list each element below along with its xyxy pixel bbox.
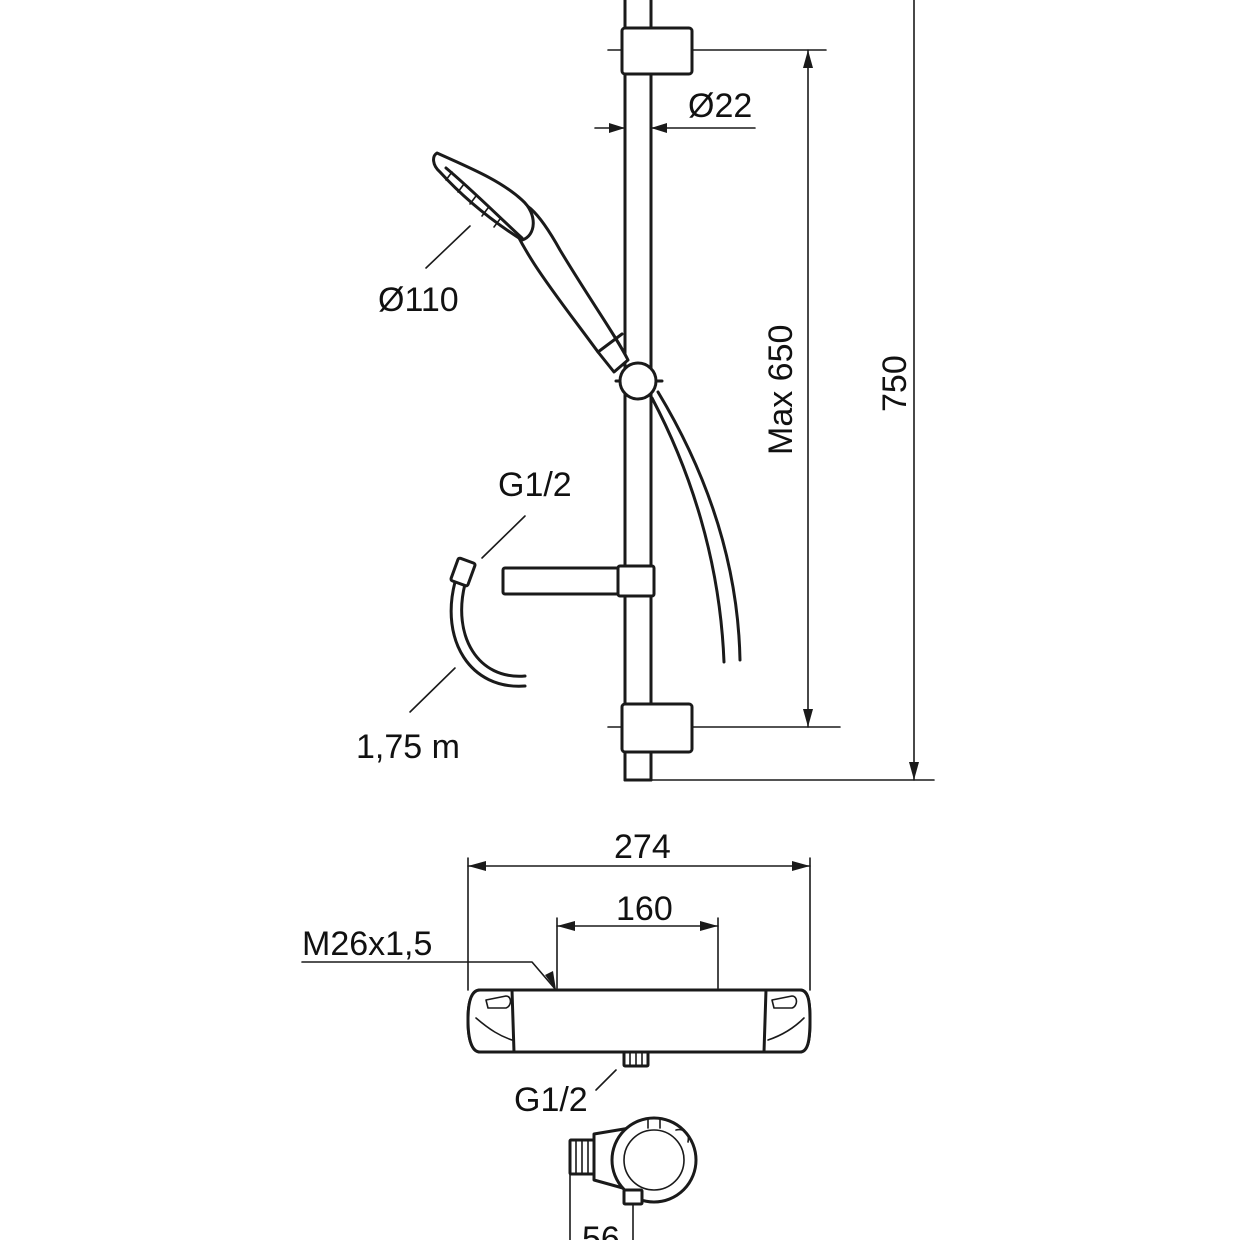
- dimension-handshower: Ø110: [378, 225, 471, 319]
- outlet-connection-label: G1/2: [514, 1081, 588, 1119]
- loose-hose: [449, 556, 527, 688]
- dimension-outlet-thread: M26x1,5: [301, 925, 557, 991]
- dimension-outlet-connection: G1/2: [514, 1069, 617, 1119]
- mixer-width-label: 274: [614, 828, 671, 866]
- side-depth-label: 56: [582, 1220, 620, 1240]
- dimension-hose-connection: G1/2: [481, 466, 572, 559]
- mixer-side-view: [568, 1116, 698, 1240]
- handshower-diameter-label: Ø110: [378, 281, 459, 319]
- rail-diameter-label: Ø22: [688, 87, 752, 125]
- dimension-mixer-width: 274: [467, 828, 811, 991]
- hand-shower: [432, 151, 630, 374]
- hose-length-label: 1,75 m: [356, 728, 460, 766]
- thermostatic-mixer: [466, 988, 812, 1068]
- top-wall-bracket: [607, 26, 694, 76]
- dimension-rail-length: 750: [650, 0, 935, 781]
- hose-connection-label: G1/2: [498, 466, 572, 504]
- inlet-spacing-label: 160: [616, 890, 673, 928]
- bottom-wall-bracket: [607, 702, 694, 754]
- dimension-hose-length: 1,75 m: [356, 667, 460, 766]
- dimension-side-depth: 56: [569, 1173, 620, 1240]
- dimension-rail-diameter: Ø22: [594, 87, 756, 133]
- rail-length-label: 750: [876, 355, 914, 412]
- dimension-inlet-spacing: 160: [556, 890, 719, 989]
- shower-hose: [650, 390, 742, 664]
- dimension-max-slide: Max 650: [691, 49, 841, 728]
- slide-holder: [614, 361, 664, 401]
- soap-dish: [501, 564, 656, 598]
- max-slide-label: Max 650: [762, 325, 800, 455]
- outlet-thread-label: M26x1,5: [302, 925, 432, 963]
